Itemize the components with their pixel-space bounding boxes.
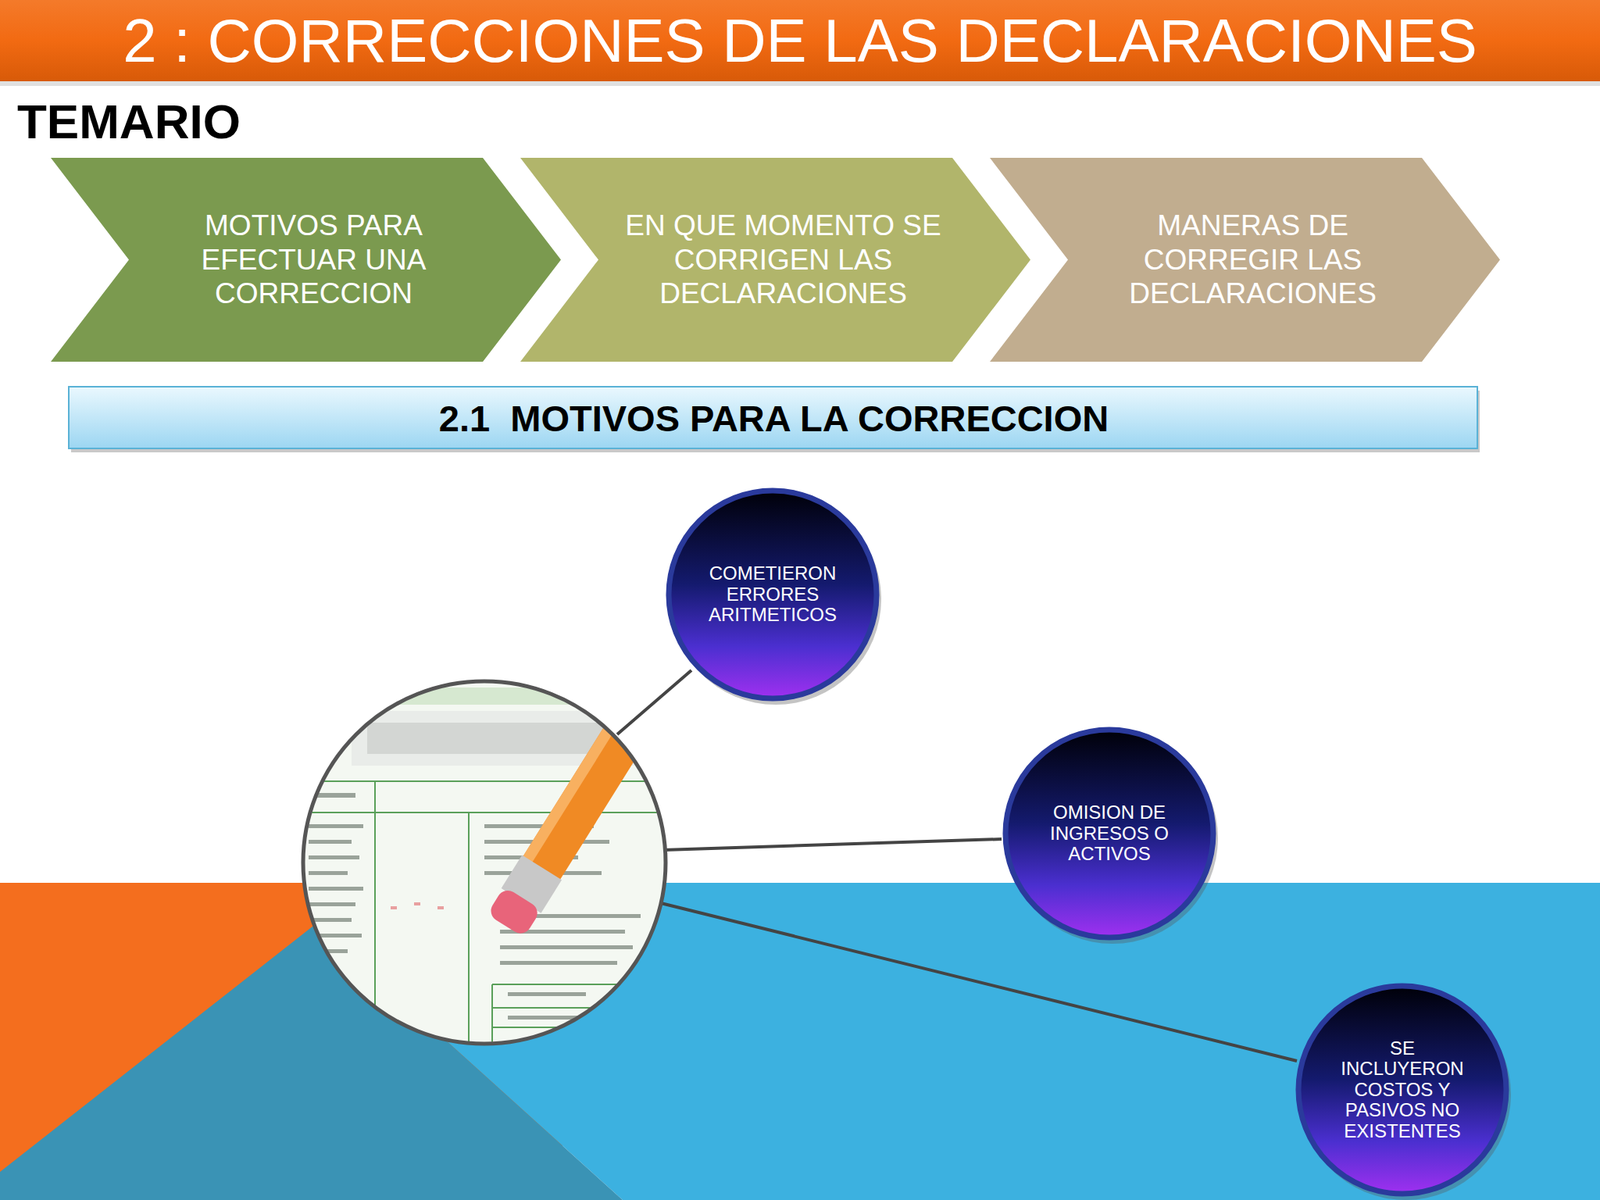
reason-circle-text: SE INCLUYERON COSTOS Y PASIVOS NO EXISTE…: [1328, 1038, 1477, 1142]
agenda-chevron: MOTIVOS PARA EFECTUAR UNA CORRECCION: [50, 157, 561, 362]
reason-circle: COMETIERON ERRORES ARITMETICOS: [665, 487, 880, 702]
section-label: TEMARIO: [17, 95, 241, 149]
agenda-chevron: EN QUE MOMENTO SE CORRIGEN LAS DECLARACI…: [520, 157, 1031, 362]
reason-circle: SE INCLUYERON COSTOS Y PASIVOS NO EXISTE…: [1295, 982, 1510, 1197]
slide-title: 2 : CORRECCIONES DE LAS DECLARACIONES: [122, 10, 1478, 72]
agenda-chevron: MANERAS DE CORREGIR LAS DECLARACIONES: [989, 157, 1500, 362]
leader-line: [663, 839, 1002, 850]
section-band: 2.1 MOTIVOS PARA LA CORRECCION: [67, 385, 1480, 451]
agenda-chevron-text: EN QUE MOMENTO SE CORRIGEN LAS DECLARACI…: [621, 208, 945, 311]
agenda-chevron-text: MANERAS DE CORREGIR LAS DECLARACIONES: [1091, 208, 1415, 311]
agenda-chevron-text: MOTIVOS PARA EFECTUAR UNA CORRECCION: [152, 208, 475, 311]
title-shadow: [0, 81, 1600, 86]
leader-line: [617, 670, 692, 735]
leader-line: [660, 903, 1297, 1061]
reason-circle-text: COMETIERON ERRORES ARITMETICOS: [698, 563, 847, 625]
reason-circle: OMISION DE INGRESOS O ACTIVOS: [1002, 726, 1217, 941]
title-bar: 2 : CORRECCIONES DE LAS DECLARACIONES: [0, 0, 1600, 82]
title-bar: [0, 0, 1600, 82]
form-illustration: [296, 671, 680, 1047]
reason-circle-text: OMISION DE INGRESOS O ACTIVOS: [1035, 802, 1184, 865]
section-band-text: 2.1 MOTIVOS PARA LA CORRECCION: [439, 398, 1109, 440]
